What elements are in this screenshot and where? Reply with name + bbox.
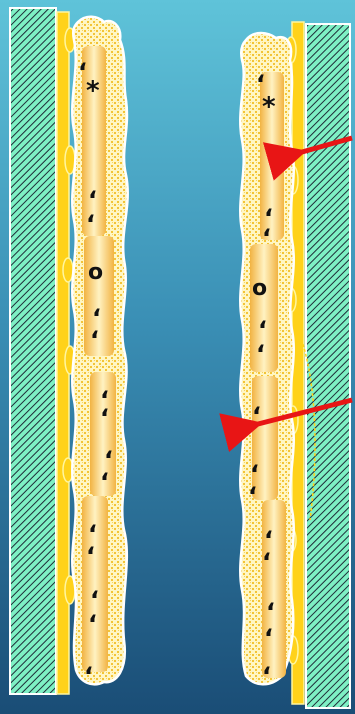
right-cell-mark: ʻ xyxy=(252,404,261,428)
right-cell-mark: ʻ xyxy=(262,664,271,688)
left-cell-mark: ʻ xyxy=(90,588,99,612)
left-cell-mark: ʻ xyxy=(100,406,109,430)
left-cell-mark: * xyxy=(86,78,100,104)
left-hatched-layer xyxy=(10,8,56,694)
left-cell-mark: ʻ xyxy=(88,188,97,212)
right-cell-mark: o xyxy=(252,278,267,300)
left-cell-mark: ʻ xyxy=(88,612,97,636)
left-cell-mark: o xyxy=(88,262,103,284)
right-cell-mark: ʻ xyxy=(262,226,271,250)
right-hatched-layer xyxy=(306,24,350,708)
left-cell-mark: ʻ xyxy=(86,212,95,236)
left-cell-mark: ʻ xyxy=(86,544,95,568)
right-cell-mark: ʻ xyxy=(258,318,267,342)
right-cell-mark: ʻ xyxy=(262,550,271,574)
left-cell-mark: ʻ xyxy=(84,664,93,688)
right-cell-mark: ʻ xyxy=(248,484,257,508)
left-cell-mark: ʻ xyxy=(100,470,109,494)
right-cell-mark: ʻ xyxy=(264,626,273,650)
left-cell-mark: ʻ xyxy=(90,328,99,352)
right-cell-mark: * xyxy=(262,94,276,120)
right-cell-mark: ʻ xyxy=(256,342,265,366)
right-cell-mark: ʻ xyxy=(266,600,275,624)
